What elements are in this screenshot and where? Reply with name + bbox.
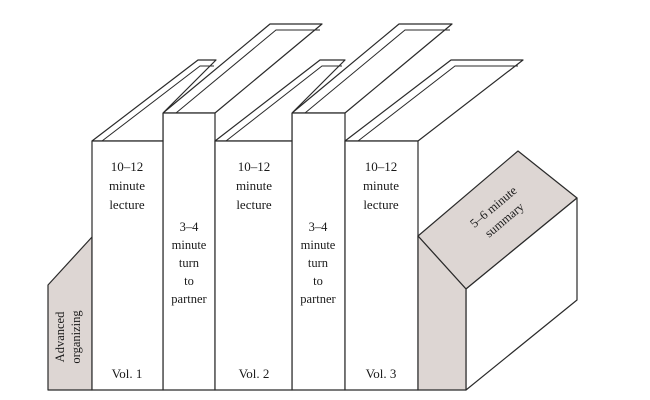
turn2-line-4: to [313,274,323,288]
turn1-line-2: minute [172,238,207,252]
turn2-line-5: partner [300,292,336,306]
turn1-line-3: turn [179,256,200,270]
book-vol3 [344,59,524,391]
vol2-line-3: lecture [236,197,272,212]
book-vol1 [91,59,217,391]
vol3-line-2: minute [363,178,399,193]
vol2-line-1: 10–12 [238,159,271,174]
vol1-line-1: 10–12 [111,159,144,174]
turn1-line-1: 3–4 [180,220,200,234]
turn2-line-3: turn [308,256,329,270]
advanced-organizing-line-2: organizing [69,310,83,364]
turn2-line-2: minute [301,238,336,252]
vol2-line-2: minute [236,178,272,193]
vol3-label: Vol. 3 [366,366,397,381]
turn1-line-4: to [184,274,194,288]
turn1-line-5: partner [171,292,207,306]
advanced-organizing-line-1: Advanced [53,311,67,362]
vol1-label: Vol. 1 [112,366,143,381]
vol3-line-1: 10–12 [365,159,398,174]
vol2-label: Vol. 2 [239,366,270,381]
turn2-line-1: 3–4 [309,220,329,234]
right-bookend [417,150,578,391]
book-vol2 [214,59,346,391]
vol1-line-3: lecture [109,197,145,212]
vol1-line-2: minute [109,178,145,193]
vol3-line-3: lecture [363,197,399,212]
book-turn2 [291,23,453,391]
